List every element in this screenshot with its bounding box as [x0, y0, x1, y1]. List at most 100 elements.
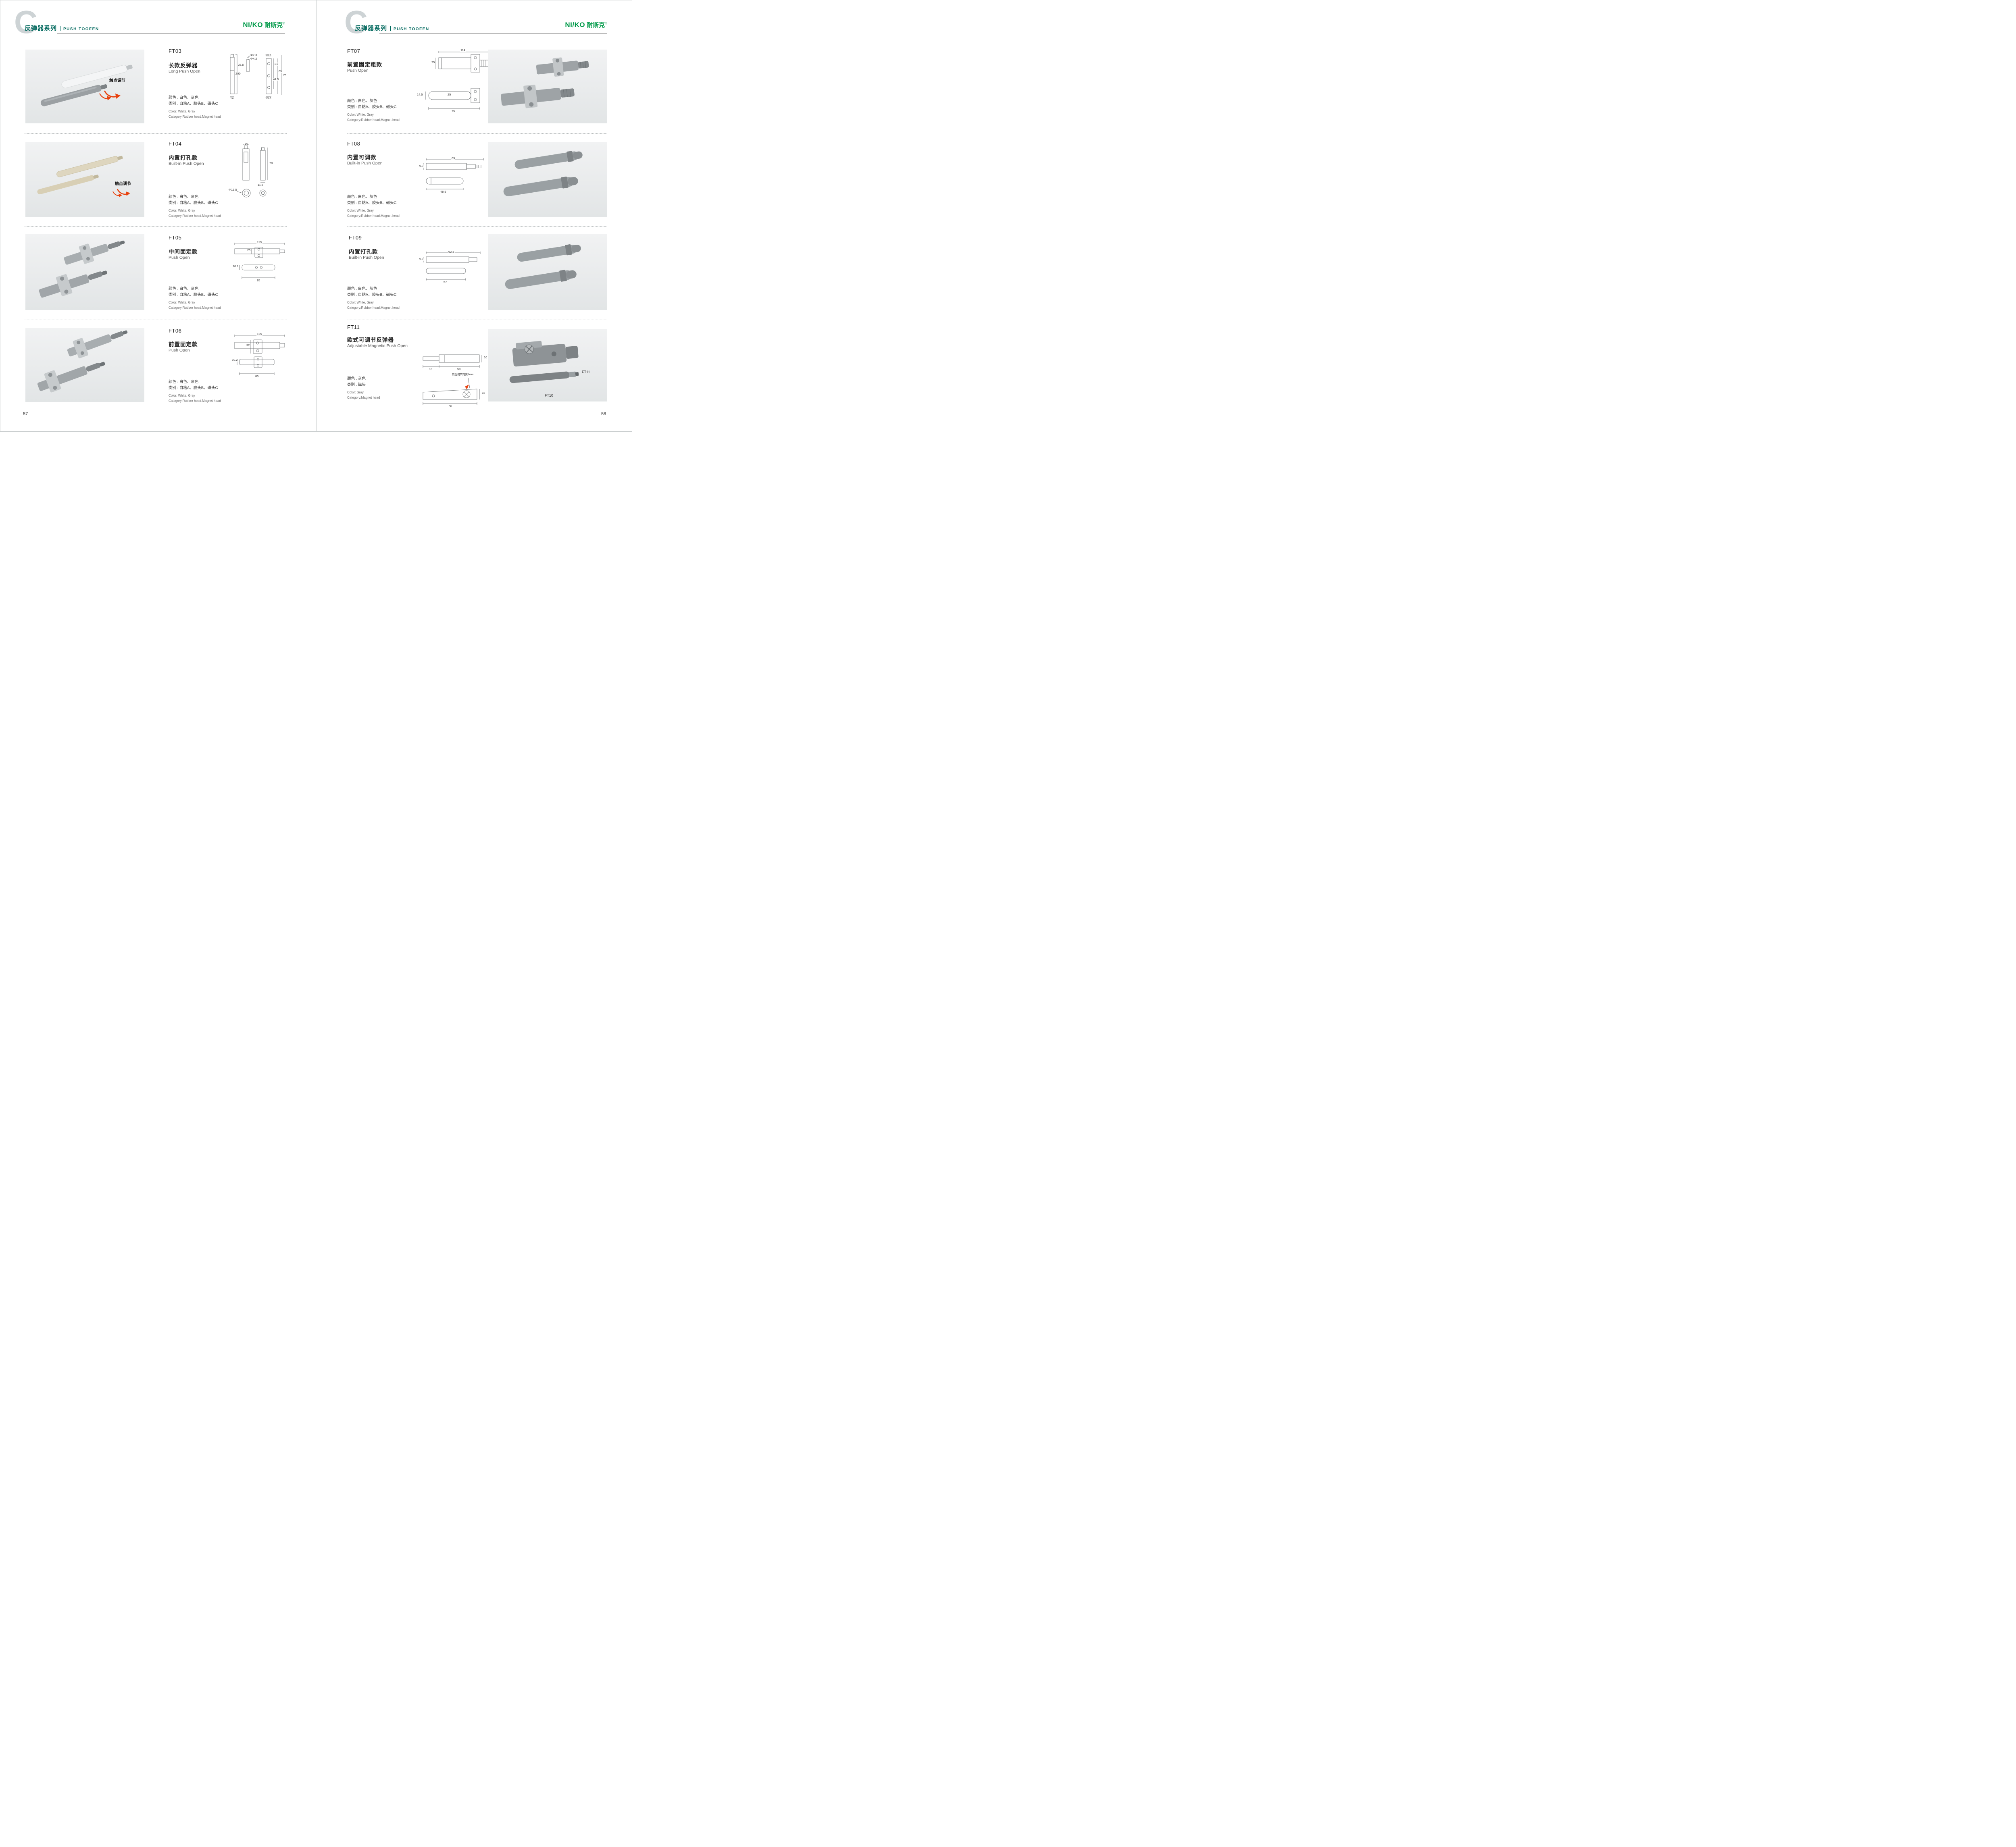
spec-color-zh: 颜色 : 白色、灰色 [347, 287, 377, 291]
spec-color-en: Color: White, Gray [169, 209, 195, 213]
white-rod [61, 64, 133, 88]
push-rod-2 [505, 270, 577, 289]
spec-color-zh: 颜色 : 白色、灰色 [347, 195, 377, 199]
dim-label: 57 [443, 280, 448, 284]
product-code: FT04 [169, 141, 182, 147]
spec-color-zh: 颜色 : 白色、灰色 [169, 195, 199, 199]
product-name-en: Built-in Push Open [349, 255, 384, 260]
dim-label: 9.7 [419, 257, 424, 261]
product-photo-ft03: 触点调节 [25, 50, 144, 123]
spec-type-en: Category:Rubber head,Magnet head [169, 399, 221, 403]
ft06-render [37, 330, 128, 393]
dim-label: 62.8 [448, 250, 455, 254]
beige-rod-2 [56, 156, 123, 177]
brand-registered-mark: ® [605, 21, 607, 25]
product-name-en: Push Open [347, 68, 369, 73]
product-photo-ft04: 触点调节 [25, 142, 144, 217]
product-name-zh: 前置固定粗款 [347, 62, 382, 68]
brand-wordmark: NI/KO [243, 21, 263, 29]
product-code: FT05 [169, 235, 182, 241]
product-photo-ft07 [488, 50, 607, 123]
dim-label: 75 [283, 73, 287, 77]
dim-label: 200 [235, 72, 241, 76]
ft11-render [509, 341, 579, 383]
product-name-en: Push Open [169, 255, 190, 260]
row-separator [25, 226, 287, 227]
ft03-render [40, 64, 133, 106]
latch-unit-2 [37, 362, 105, 393]
spec-color-zh: 颜色 : 白色、灰色 [347, 99, 377, 103]
tech-drawing-ft03: 200 14 28.5 Φ7.3 Φ4.2 10.5 31 44.5 65 75… [227, 53, 289, 101]
dim-label: 75 [451, 109, 456, 113]
spec-type-en: Category:Rubber head,Magnet head [169, 306, 221, 310]
tech-drawing-ft11: 10 18 50 18 75 前后调节距离6mm [417, 346, 500, 408]
dim-label: 31 [274, 62, 279, 66]
ft09-render [505, 244, 581, 289]
latch-unit-1 [67, 330, 128, 358]
brand-wordmark-zh: 耐斯克 [587, 22, 605, 29]
dim-label: 10.5 [265, 53, 272, 57]
product-specs: 颜色 : 白色、灰色 类别 : 自粘A、胶头B、磁头C Color: White… [347, 194, 432, 218]
spec-type-en: Category:Rubber head,Magnet head [347, 214, 400, 218]
dim-label: 50 [457, 367, 461, 371]
ft08-render [503, 151, 583, 196]
dim-label: 65 [278, 69, 283, 73]
spec-type-en: Category:Rubber head,Magnet head [347, 118, 400, 122]
product-specs: 颜色 : 白色、灰色 类别 : 自粘A、胶头B、磁头C Color: White… [169, 379, 253, 404]
product-photo-ft09 [488, 234, 607, 310]
spec-type-en: Category:Rubber head,Magnet head [169, 114, 221, 119]
product-specs: 颜色 : 白色、灰色 类别 : 自粘A、胶头B、磁头C Color: White… [169, 95, 253, 119]
dim-label: 10.2 [231, 358, 238, 362]
push-rod-1 [517, 244, 581, 262]
dim-label: Φ13.5 [228, 188, 237, 192]
dim-label: 14.5 [417, 93, 423, 97]
tech-drawing-ft06: 125 32 10.2 85 [231, 332, 289, 380]
photo-annotation: 触点调节 [115, 182, 131, 186]
magnetic-block-unit [512, 341, 579, 367]
dim-label: 25 [247, 248, 251, 252]
page-number: 57 [23, 412, 28, 416]
spec-color-zh: 颜色 : 白色、灰色 [169, 287, 199, 291]
ft07-render [501, 57, 589, 108]
dim-label: 75 [448, 404, 452, 408]
product-code: FT08 [347, 141, 360, 147]
dim-label: 28.5 [237, 63, 244, 67]
product-name-en: Built-in Push Open [347, 161, 383, 166]
series-watermark-c: C [14, 4, 37, 40]
spec-type-en: Category:Magnet head [347, 395, 380, 399]
page-number: 58 [601, 412, 606, 416]
dim-label: 11.6 [257, 183, 264, 187]
product-name-en: Push Open [169, 348, 190, 353]
latch-unit-1 [64, 240, 125, 265]
row-separator [25, 133, 287, 134]
spec-type-zh: 类别 : 自粘A、胶头B、磁头C [169, 201, 218, 206]
product-specs: 颜色 : 灰色 类别 : 磁头 Color: Gray Category:Mag… [347, 376, 432, 400]
product-photo-ft11: FT11 FT10 [488, 329, 607, 401]
brand-registered-mark: ® [283, 21, 285, 25]
product-name-zh: 内置可调款 [347, 154, 377, 160]
series-title-zh: 反弹器系列 [355, 25, 387, 32]
product-photo-ft05 [25, 234, 144, 310]
product-code: FT11 [347, 324, 360, 330]
product-name-zh: 欧式可调节反弹器 [347, 337, 394, 343]
product-specs: 颜色 : 白色、灰色 类别 : 自粘A、胶头B、磁头C Color: White… [347, 98, 432, 123]
spec-color-en: Color: White, Gray [347, 209, 374, 213]
dim-label: 32 [246, 343, 250, 347]
spec-type-en: Category:Rubber head,Magnet head [169, 214, 221, 218]
ft05-render [39, 240, 125, 298]
series-title-en: PUSH TOOFEN [394, 27, 429, 31]
dim-label: Φ4.2 [250, 57, 258, 61]
latch-unit-2 [501, 85, 575, 108]
ft04-render [37, 156, 130, 197]
product-specs: 颜色 : 白色、灰色 类别 : 自粘A、胶头B、磁头C Color: White… [169, 194, 253, 218]
spec-type-zh: 类别 : 自粘A、胶头B、磁头C [347, 293, 397, 297]
product-name-en: Long Push Open [169, 69, 200, 74]
brand-wordmark-zh: 耐斯克 [264, 22, 283, 29]
latch-unit-1 [536, 57, 589, 77]
dim-label: 44.5 [273, 77, 279, 81]
dim-label: 13.6 [265, 96, 272, 100]
